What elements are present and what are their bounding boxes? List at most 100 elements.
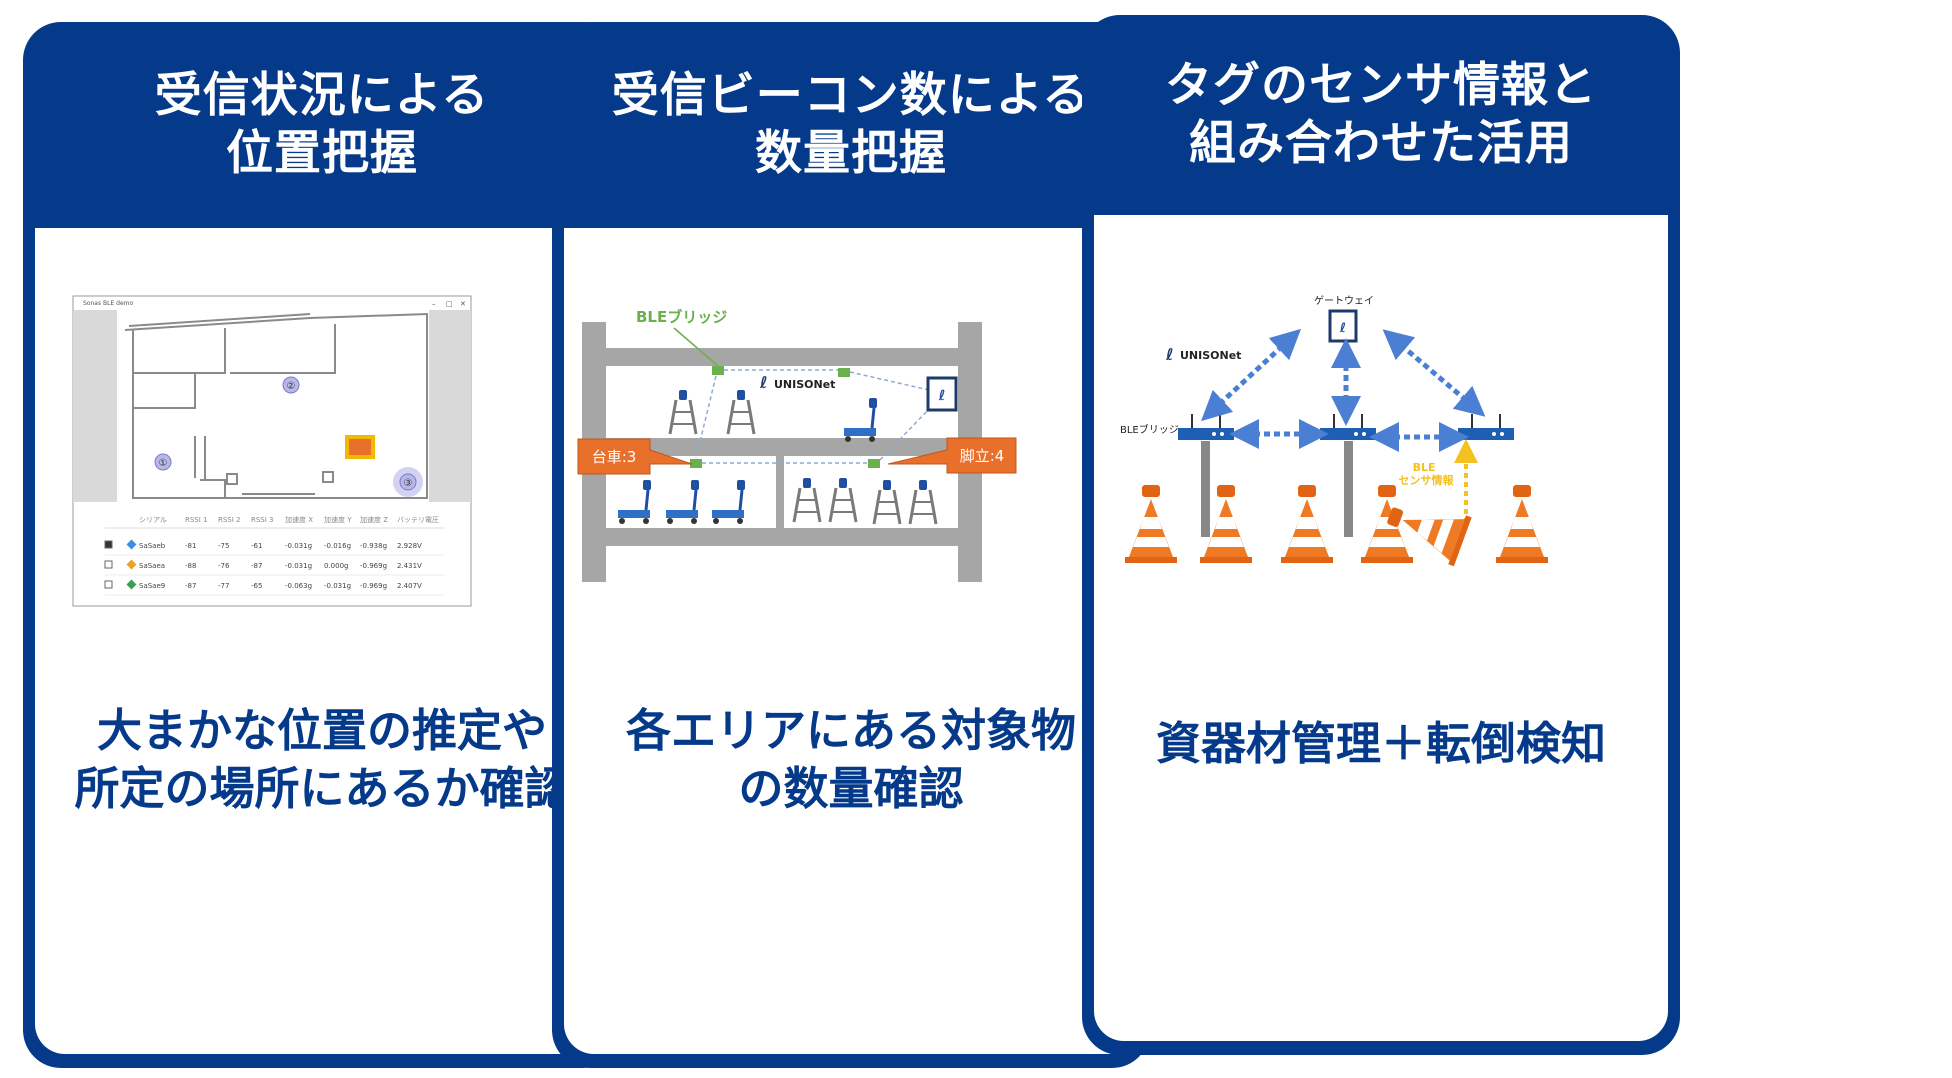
minimize-icon[interactable]: – [432, 300, 436, 308]
card-panel: Sonas BLE demo – □ ✕ ② [35, 228, 609, 1054]
table-cell: -76 [218, 562, 230, 570]
table-cell: -87 [185, 582, 196, 590]
cart-icon [616, 478, 653, 526]
table-cell: -0.938g [360, 542, 387, 550]
svg-text:加速度 Y: 加速度 Y [324, 515, 352, 524]
ble-bridge [712, 366, 724, 375]
table-cell: -0.969g [360, 562, 387, 570]
table-cell: 2.407V [397, 582, 422, 590]
table-cell: -81 [185, 542, 196, 550]
ladder-icon [726, 388, 756, 436]
row-checkbox[interactable] [104, 540, 113, 549]
ble-bridge-icon [1319, 413, 1377, 441]
unisonet-logo-icon: ℓ [759, 373, 768, 392]
table-cell: -0.031g [285, 562, 312, 570]
svg-text:RSSI 1: RSSI 1 [185, 516, 208, 524]
zone-label: ① [159, 458, 168, 469]
gateway-label: ゲートウェイ [1314, 295, 1374, 307]
table-cell: 2.928V [397, 542, 422, 550]
table-cell: SaSae9 [139, 582, 165, 590]
sensor-label: BLE センサ情報 [1399, 461, 1455, 487]
tag-icon [126, 559, 137, 570]
ble-bridge [838, 368, 850, 377]
svg-text:加速度 X: 加速度 X [285, 515, 313, 524]
zone-label: ③ [404, 478, 413, 489]
row-checkbox[interactable] [104, 560, 113, 569]
tag-icon [126, 539, 137, 550]
table-cell: -88 [185, 562, 196, 570]
card-title: 受信状況による 位置把握 [154, 68, 490, 181]
card-location: 受信状況による 位置把握 Sonas BLE demo – □ ✕ [23, 22, 621, 1068]
zone-label: ② [287, 381, 296, 392]
table-header: シリアル RSSI 1 RSSI 2 RSSI 3 加速度 X 加速度 Y 加速… [139, 515, 439, 524]
maximize-icon[interactable]: □ [446, 300, 453, 308]
bridge-label: BLEブリッジ [1120, 423, 1179, 436]
card-panel: BLEブリッジ ℓ ℓ UNISONet [564, 228, 1138, 1054]
ladder-icon [872, 478, 902, 526]
table-cell: -61 [251, 542, 262, 550]
cone-icon [1125, 485, 1177, 563]
ladder-icon [908, 478, 938, 526]
gateway-icon [926, 376, 958, 412]
zone-marker[interactable] [282, 376, 300, 394]
table-cell: -87 [251, 562, 262, 570]
app-screenshot: Sonas BLE demo – □ ✕ ② [72, 295, 472, 607]
brand-label: UNISONet [1180, 349, 1241, 362]
svg-text:シリアル: シリアル [139, 516, 167, 524]
card-footer: 各エリアにある対象物 の数量確認 [625, 704, 1076, 815]
callout-carts [577, 438, 693, 475]
table-cell: -0.063g [285, 582, 312, 590]
bridge-label: BLEブリッジ [636, 308, 727, 326]
row-checkbox[interactable] [104, 580, 113, 589]
ladder-icon [828, 476, 858, 524]
card-title: 受信ビーコン数による 数量把握 [611, 68, 1091, 181]
building-diagram: BLEブリッジ ℓ ℓ UNISONet [577, 308, 1017, 582]
callout-ladders [887, 437, 1017, 474]
card-panel: ゲートウェイ ℓ ℓ UNISONet BLEブリッジ [1094, 215, 1668, 1041]
svg-text:バッテリ電圧: バッテリ電圧 [397, 516, 439, 524]
ble-bridge-icon [1457, 413, 1515, 441]
table-cell: SaSaea [139, 562, 165, 570]
cone-icon [1496, 485, 1548, 563]
card-sensor: タグのセンサ情報と 組み合わせた活用 [1082, 15, 1680, 1055]
card-title: タグのセンサ情報と 組み合わせた活用 [1165, 58, 1597, 171]
table-cell: 2.431V [397, 562, 422, 570]
svg-text:RSSI 3: RSSI 3 [251, 516, 274, 524]
cart-icon [664, 478, 701, 526]
svg-text:ℓ: ℓ [938, 388, 946, 404]
table-cell: 0.000g [324, 562, 348, 570]
zone-marker[interactable] [399, 473, 417, 491]
cart-icon [842, 396, 879, 444]
callout-ladders-label: 脚立:4 [960, 447, 1005, 465]
svg-text:ℓ: ℓ [1339, 321, 1346, 336]
svg-text:RSSI 2: RSSI 2 [218, 516, 241, 524]
table-cell: -65 [251, 582, 262, 590]
cone-icon [1281, 485, 1333, 563]
card-quantity: 受信ビーコン数による 数量把握 [552, 22, 1150, 1068]
zone-marker[interactable] [154, 453, 172, 471]
table-cell: -0.031g [285, 542, 312, 550]
cart-icon [710, 478, 747, 526]
tag-icon [126, 579, 137, 590]
floor-plan [124, 312, 428, 499]
ladder-icon [668, 388, 698, 436]
table-cell: -0.031g [324, 582, 351, 590]
table-cell: -75 [218, 542, 229, 550]
ble-bridge [868, 459, 880, 468]
close-icon[interactable]: ✕ [460, 300, 466, 308]
card-footer: 大まかな位置の推定や 所定の場所にあるか確認 [74, 704, 570, 815]
table-cell: -0.016g [324, 542, 351, 550]
window-title: Sonas BLE demo [83, 300, 133, 307]
callout-carts-label: 台車:3 [592, 448, 637, 466]
table-cell: -77 [218, 582, 229, 590]
unisonet-logo-icon: ℓ [1165, 345, 1174, 364]
ble-bridge-icon [1177, 413, 1235, 441]
table-cell: SaSaeb [139, 542, 166, 550]
ladder-icon [792, 476, 822, 524]
ble-bridge [690, 459, 702, 468]
brand-label: UNISONet [774, 378, 835, 391]
sensor-diagram: ゲートウェイ ℓ ℓ UNISONet BLEブリッジ [1120, 295, 1548, 567]
svg-text:加速度 Z: 加速度 Z [360, 515, 388, 524]
table-cell: -0.969g [360, 582, 387, 590]
card-footer: 資器材管理＋転倒検知 [1155, 717, 1606, 770]
